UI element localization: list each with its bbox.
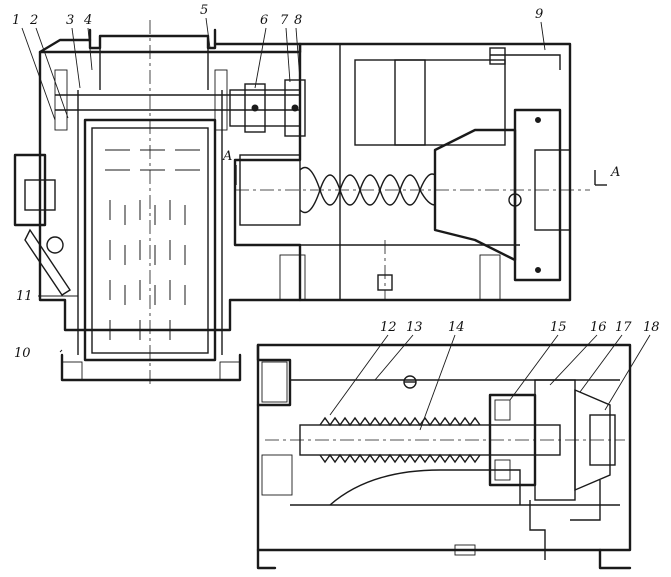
cylinder-slots <box>105 149 200 340</box>
callout-10: 10 <box>14 346 31 361</box>
callout-1: 1 <box>12 13 20 28</box>
callout-5: 5 <box>200 3 208 18</box>
lower-view <box>256 343 632 570</box>
section-mark-left: A <box>222 149 232 164</box>
callout-2: 2 <box>29 13 38 28</box>
callout-17: 17 <box>615 320 632 335</box>
callout-16: 16 <box>590 320 607 335</box>
callout-6: 6 <box>260 13 268 28</box>
callout-14: 14 <box>448 320 465 335</box>
callout-11: 11 <box>16 289 33 304</box>
callout-7: 7 <box>280 13 289 28</box>
section-mark-right: A <box>610 165 620 180</box>
callout-8: 8 <box>294 13 302 28</box>
callout-15: 15 <box>550 320 567 335</box>
callout-18: 18 <box>643 320 660 335</box>
callout-9: 9 <box>535 7 543 22</box>
leaders <box>21 17 651 431</box>
callout-13: 13 <box>406 320 423 335</box>
callout-4: 4 <box>83 13 92 28</box>
upper-view <box>13 28 607 382</box>
callout-3: 3 <box>66 13 74 28</box>
callout-12: 12 <box>380 320 397 335</box>
